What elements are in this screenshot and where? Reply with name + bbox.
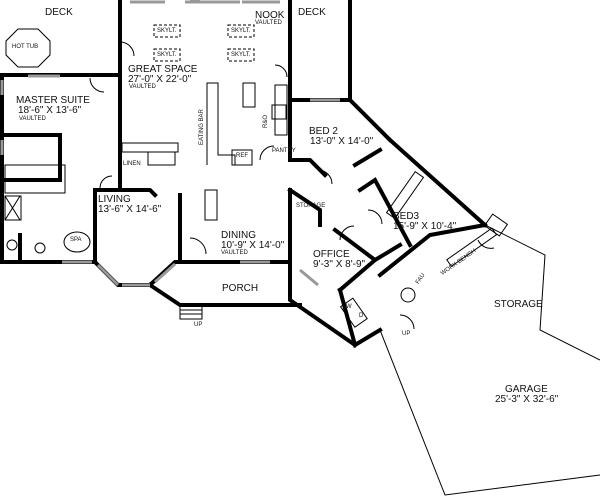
range-oven-label: R&O xyxy=(263,114,269,128)
hot-tub-label: HOT TUB xyxy=(12,44,39,50)
bathroom xyxy=(4,164,91,254)
eating-bar-label: EATING BAR xyxy=(199,109,205,145)
spa-label: SPA xyxy=(70,237,82,243)
bed2-label: BED 2 xyxy=(309,126,338,137)
dining-note: VAULTED xyxy=(221,250,248,256)
garage-size: 25'-3" X 32'-6" xyxy=(495,394,559,405)
dining-label: DINING xyxy=(221,230,256,241)
hot-tub-shape xyxy=(5,28,51,68)
great-space-size: 27'-0" X 22'-0" xyxy=(128,74,192,85)
dining-size: 10'-9" X 14'-0" xyxy=(221,240,285,251)
master-suite-note: VAULTED xyxy=(19,116,46,122)
linen-label: LINEN xyxy=(123,161,141,167)
walls xyxy=(0,0,488,349)
garage-box xyxy=(483,213,509,237)
porch-steps[interactable] xyxy=(179,304,203,320)
doors[interactable] xyxy=(89,41,495,330)
garage-label: GARAGE xyxy=(505,384,548,395)
bed2-size: 13'-0" X 14'-0" xyxy=(310,136,374,147)
great-space-label: GREAT SPACE xyxy=(128,64,198,75)
porch-up-label[interactable]: UP xyxy=(194,322,203,328)
skylight-label: SKYLT. xyxy=(157,28,177,34)
deck-left-label: DECK xyxy=(45,7,73,18)
living-label: LIVING xyxy=(98,194,131,205)
nook-note: VAULTED xyxy=(255,20,282,26)
kitchen xyxy=(121,82,288,221)
washer-label: W xyxy=(346,304,352,310)
pantry-label: PANTRY xyxy=(272,148,296,154)
windows xyxy=(0,0,340,287)
dryer-label: D xyxy=(359,313,364,319)
master-suite-size: 18'-6" X 13'-6" xyxy=(18,105,82,116)
bed3-size: 15'-9" X 10'-4" xyxy=(393,221,457,232)
great-space-note: VAULTED xyxy=(129,84,156,90)
nook-label: NOOK xyxy=(255,10,285,21)
office-label: OFFICE xyxy=(313,249,350,260)
deck-right-label: DECK xyxy=(298,7,326,18)
bed3-label: BED3 xyxy=(393,211,420,222)
storage-label: STORAGE xyxy=(296,203,326,209)
master-suite-label: MASTER SUITE xyxy=(16,95,90,106)
skylight-label: SKYLT. xyxy=(157,52,177,58)
ref-label: REF xyxy=(236,153,248,159)
garage-outline xyxy=(484,224,600,361)
office-size: 9'-3" X 8'-9" xyxy=(313,259,366,270)
living-size: 13'-6" X 14'-6" xyxy=(98,204,162,215)
skylight-label: SKYLT. xyxy=(231,28,251,34)
garage-up-label[interactable]: UP xyxy=(402,331,411,337)
garage-storage-label: STORAGE xyxy=(494,299,543,310)
skylight-label: SKYLT. xyxy=(231,52,251,58)
porch-label: PORCH xyxy=(222,283,259,294)
